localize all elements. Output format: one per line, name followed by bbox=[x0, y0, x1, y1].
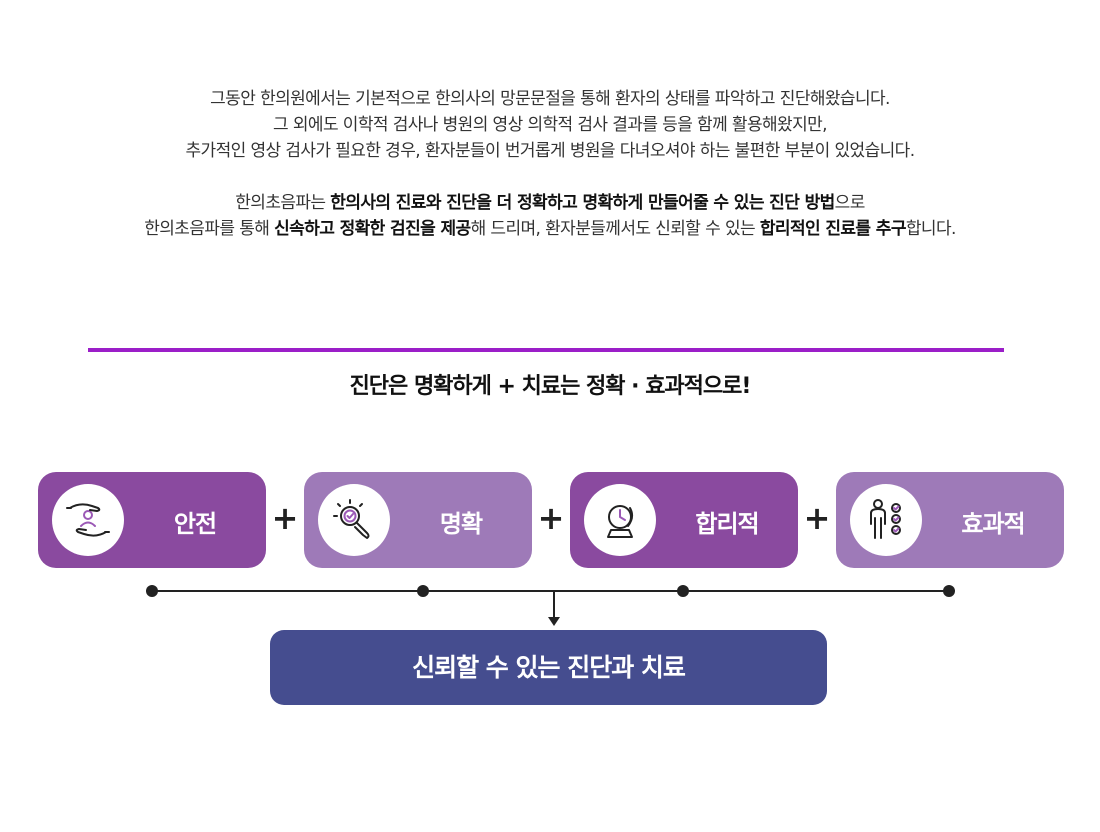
card-safety: 안전 bbox=[38, 472, 266, 568]
hands-person-icon bbox=[66, 503, 110, 537]
intro-line-5-bold-1: 신속하고 정확한 검진을 제공 bbox=[274, 219, 471, 239]
section-divider bbox=[88, 348, 1004, 352]
intro-line-5-c: 해 드리며, 환자분들께서도 신뢰할 수 있는 bbox=[470, 219, 760, 239]
section-headline: 진단은 명확하게 + 치료는 정확 · 효과적으로! bbox=[349, 374, 752, 399]
connector-line bbox=[152, 590, 950, 592]
card-label: 합리적 bbox=[695, 510, 759, 538]
intro-line-4: 한의초음파는 한의사의 진료와 진단을 더 정확하고 명확하게 만들어줄 수 있… bbox=[0, 190, 1100, 216]
arrow-down-icon bbox=[548, 617, 560, 626]
card-icon-circle bbox=[52, 484, 124, 556]
card-effective: 효과적 bbox=[836, 472, 1064, 568]
connector-dot bbox=[943, 585, 955, 597]
card-icon-circle bbox=[584, 484, 656, 556]
card-clarity: 명확 bbox=[304, 472, 532, 568]
person-checklist-icon bbox=[870, 499, 901, 539]
card-reasonable: 합리적 bbox=[570, 472, 798, 568]
result-box: 신뢰할 수 있는 진단과 치료 bbox=[270, 630, 827, 705]
intro-line-3: 추가적인 영상 검사가 필요한 경우, 환자분들이 번거롭게 병원을 다녀오셔야… bbox=[185, 141, 915, 161]
plus-sign: + bbox=[803, 499, 831, 537]
intro-line-5-a: 한의초음파를 통해 bbox=[144, 219, 275, 239]
card-icon-circle bbox=[318, 484, 390, 556]
plus-sign: + bbox=[271, 499, 299, 537]
intro-line-4-a: 한의초음파는 bbox=[235, 193, 331, 213]
magnifier-check-icon bbox=[333, 499, 370, 539]
intro-line-5-e: 합니다. bbox=[905, 219, 957, 239]
intro-paragraph-1: 그동안 한의원에서는 기본적으로 한의사의 망문문절을 통해 환자의 상태를 파… bbox=[0, 86, 1100, 164]
connector-dot bbox=[677, 585, 689, 597]
intro-paragraph-2: 한의초음파는 한의사의 진료와 진단을 더 정확하고 명확하게 만들어줄 수 있… bbox=[0, 190, 1100, 242]
intro-line-4-c: 으로 bbox=[834, 193, 866, 213]
connector-dot bbox=[146, 585, 158, 597]
connector-down-line bbox=[553, 591, 555, 619]
card-label: 효과적 bbox=[961, 510, 1025, 538]
card-label: 안전 bbox=[173, 510, 217, 538]
intro-line-2: 그 외에도 이학적 검사나 병원의 영상 의학적 검사 결과를 등을 함께 활용… bbox=[273, 115, 828, 135]
intro-line-5-bold-2: 합리적인 진료를 추구 bbox=[759, 219, 907, 239]
card-icon-circle bbox=[850, 484, 922, 556]
intro-line-4-bold: 한의사의 진료와 진단을 더 정확하고 명확하게 만들어줄 수 있는 진단 방법 bbox=[330, 193, 835, 213]
card-label: 명확 bbox=[439, 510, 483, 538]
intro-line-5: 한의초음파를 통해 신속하고 정확한 검진을 제공해 드리며, 환자분들께서도 … bbox=[0, 216, 1100, 242]
plus-sign: + bbox=[537, 499, 565, 537]
clock-globe-icon bbox=[607, 505, 634, 538]
intro-line-1: 그동안 한의원에서는 기본적으로 한의사의 망문문절을 통해 환자의 상태를 파… bbox=[210, 89, 890, 109]
connector-dot bbox=[417, 585, 429, 597]
